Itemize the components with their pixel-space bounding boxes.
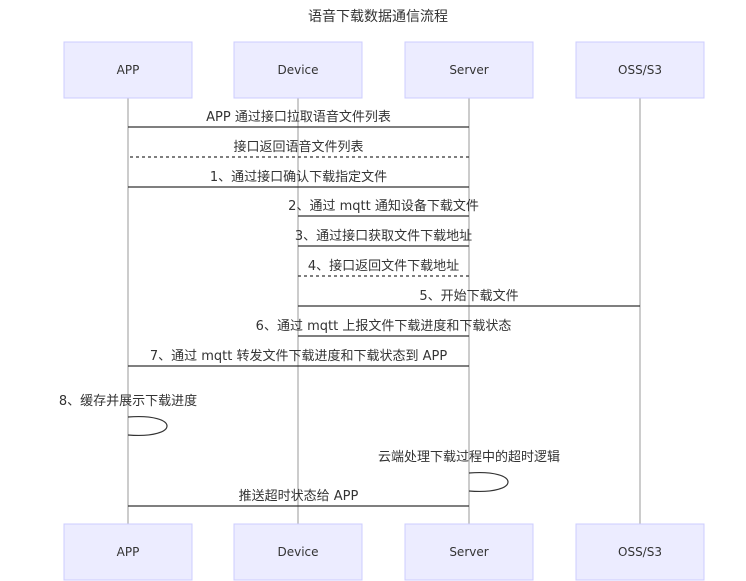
actor-box-bottom-device: [233, 523, 363, 581]
actor-label-top-server: Server: [449, 63, 488, 77]
actor-label-top-app: APP: [117, 63, 140, 77]
message-label: 5、开始下载文件: [419, 289, 518, 304]
self-message-loop: [127, 415, 168, 437]
message-label: 6、通过 mqtt 上报文件下载进度和下载状态: [256, 318, 512, 334]
actor-label-bottom-device: Device: [277, 545, 318, 559]
message-label: APP 通过接口拉取语音文件列表: [206, 109, 391, 125]
actor-label-bottom-server: Server: [449, 545, 488, 559]
message-label: 3、通过接口获取文件下载地址: [295, 228, 472, 244]
actors-top: APP Device Server OSS/S3: [63, 41, 705, 99]
message-label: 2、通过 mqtt 通知设备下载文件: [288, 198, 479, 214]
actor-box-bottom-server: [404, 523, 534, 581]
message-label: 8、缓存并展示下载进度: [59, 393, 197, 409]
actors-bottom: APP Device Server OSS/S3: [63, 523, 705, 581]
self-message-loop: [468, 471, 509, 493]
lifelines: [127, 98, 641, 524]
message-label: 7、通过 mqtt 转发文件下载进度和下载状态到 APP: [150, 348, 448, 364]
actor-label-top-oss-s3: OSS/S3: [618, 63, 662, 77]
message-label: 云端处理下载过程中的超时逻辑: [378, 449, 560, 465]
actor-box-top-server: [404, 41, 534, 99]
actor-label-bottom-oss-s3: OSS/S3: [618, 545, 662, 559]
actor-label-bottom-app: APP: [117, 545, 140, 559]
actor-label-top-device: Device: [277, 63, 318, 77]
diagram-title: 语音下载数据通信流程: [308, 8, 448, 25]
message-label: 4、接口返回文件下载地址: [308, 258, 459, 274]
actor-box-top-device: [233, 41, 363, 99]
actor-box-bottom-app: [63, 523, 193, 581]
message-label: 接口返回语音文件列表: [233, 139, 363, 155]
actor-box-top-app: [63, 41, 193, 99]
message-label: 推送超时状态给 APP: [239, 489, 359, 504]
actor-box-top-oss-s3: [575, 41, 705, 99]
message-label: 1、通过接口确认下载指定文件: [210, 169, 387, 185]
actor-box-bottom-oss-s3: [575, 523, 705, 581]
